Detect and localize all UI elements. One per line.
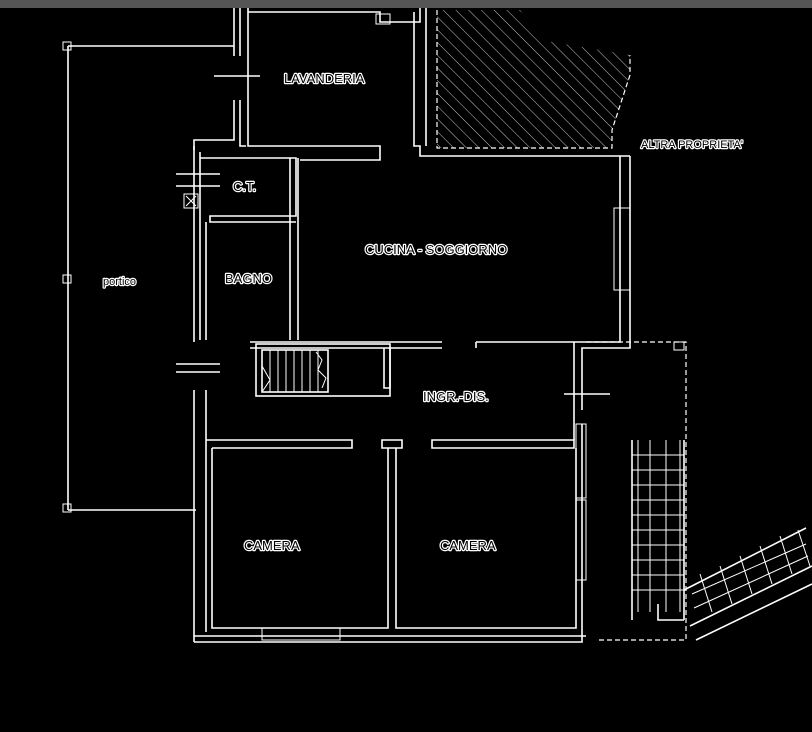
laundry-walls [193, 8, 630, 161]
portico-label: portico [103, 276, 136, 288]
portico-outline [62, 41, 234, 513]
exterior-stairs [586, 341, 812, 641]
corridor-walls [176, 342, 610, 642]
kitchen-walls [250, 156, 631, 368]
room-label-ingr-dis: INGR.-DIS. [423, 389, 489, 404]
room-label-bagno: BAGNO [225, 271, 272, 286]
interior-stairs [255, 343, 391, 397]
bedroom-walls [194, 423, 587, 643]
room-label-lavanderia: LAVANDERIA [284, 71, 365, 86]
room-label-cucina-soggiorno: CUCINA - SOGGIORNO [365, 242, 507, 257]
room-label-camera-left: CAMERA [244, 538, 300, 553]
other-property-label: ALTRA PROPRIETA' [641, 139, 743, 151]
ct-bathroom-walls [176, 146, 299, 342]
top-bar [0, 0, 812, 8]
room-label-camera-right: CAMERA [440, 538, 496, 553]
room-label-ct: C.T. [233, 179, 256, 194]
other-property-hatch [436, 10, 631, 149]
